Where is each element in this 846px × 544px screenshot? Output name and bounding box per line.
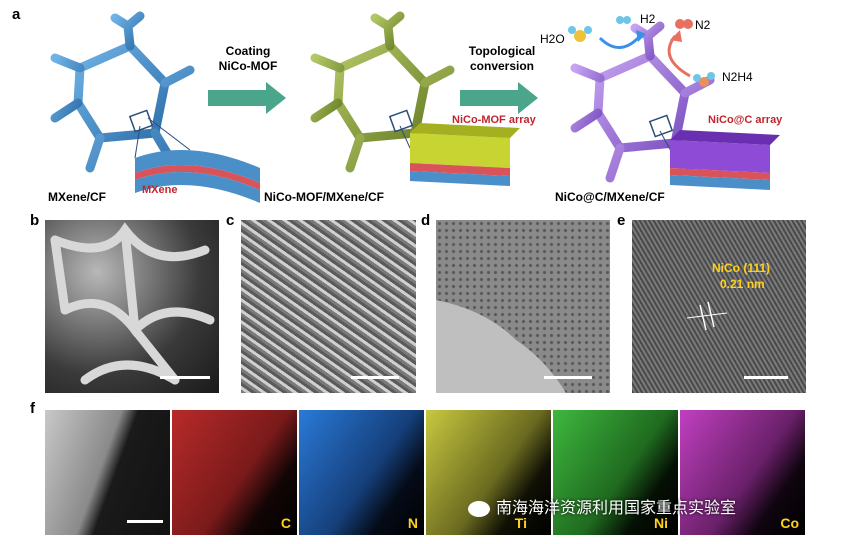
h2-molecule <box>616 16 631 24</box>
map-c: C <box>172 410 297 535</box>
panel-label-c: c <box>226 212 235 229</box>
stage3-caption: NiCo@C/MXene/CF <box>555 190 665 204</box>
map-co: Co <box>680 410 805 535</box>
nico-c-array <box>670 130 780 190</box>
step2-label: Topological conversion <box>468 44 536 73</box>
panel-label-e: e <box>617 212 626 229</box>
stage1-caption: MXene/CF <box>48 190 107 204</box>
h2o-label: H2O <box>540 32 565 46</box>
panel-label-a: a <box>12 6 21 23</box>
arrow-step2 <box>460 82 538 114</box>
nico-mof-array <box>410 123 520 186</box>
hrtem-spacing: 0.21 nm <box>720 277 765 291</box>
tem-image-d <box>436 220 610 393</box>
map-ni: Ni <box>553 410 678 535</box>
mof-array-label: NiCo-MOF array <box>452 114 536 126</box>
hrtem-annotation: NiCo (111) 0.21 nm <box>712 260 770 292</box>
map-label-ni: Ni <box>654 515 668 531</box>
arrow-h2o-h2 <box>598 34 642 49</box>
map-label-n: N <box>407 515 418 531</box>
mxene-cf-foam <box>50 11 195 173</box>
panel-label-d: d <box>421 212 431 229</box>
mxene-inset-label: MXene <box>142 184 178 196</box>
n2-label: N2 <box>695 18 711 32</box>
map-ti: Ti <box>426 410 551 535</box>
sem-mapping-image <box>45 410 170 535</box>
h2-label: H2 <box>640 12 656 26</box>
watermark: 南海海洋资源利用国家重点实验室 <box>468 494 736 518</box>
n2-molecule <box>675 19 693 29</box>
map-n: N <box>299 410 424 535</box>
scale-bar-c <box>351 376 399 379</box>
map-label-c: C <box>280 515 291 531</box>
stage2-caption: NiCo-MOF/MXene/CF <box>264 190 384 204</box>
nico-c-array-label: NiCo@C array <box>708 114 783 126</box>
n2h4-label: N2H4 <box>722 70 753 84</box>
mxene-layers <box>135 150 260 203</box>
map-label-co: Co <box>780 515 799 531</box>
panel-label-f: f <box>30 400 35 417</box>
arrow-step1 <box>208 82 286 114</box>
arrow-n2h4-n2 <box>667 35 691 78</box>
scale-bar-b <box>160 376 210 379</box>
sem-image-b <box>45 220 219 393</box>
sem-image-c <box>241 220 416 393</box>
hrtem-image-e: NiCo (111) 0.21 nm <box>632 220 806 393</box>
scale-bar-e <box>744 376 788 379</box>
h2o-molecule <box>568 26 592 42</box>
scale-bar-f <box>127 520 163 523</box>
wechat-icon <box>468 500 490 517</box>
hrtem-phase: NiCo (111) <box>712 261 771 275</box>
step1-label: Coating NiCo-MOF <box>218 44 278 73</box>
scale-bar-d <box>544 376 592 379</box>
panel-label-b: b <box>30 212 40 229</box>
schematic-illustration <box>50 11 780 203</box>
n2h4-molecule <box>693 72 715 87</box>
map-label-ti: Ti <box>514 515 527 531</box>
